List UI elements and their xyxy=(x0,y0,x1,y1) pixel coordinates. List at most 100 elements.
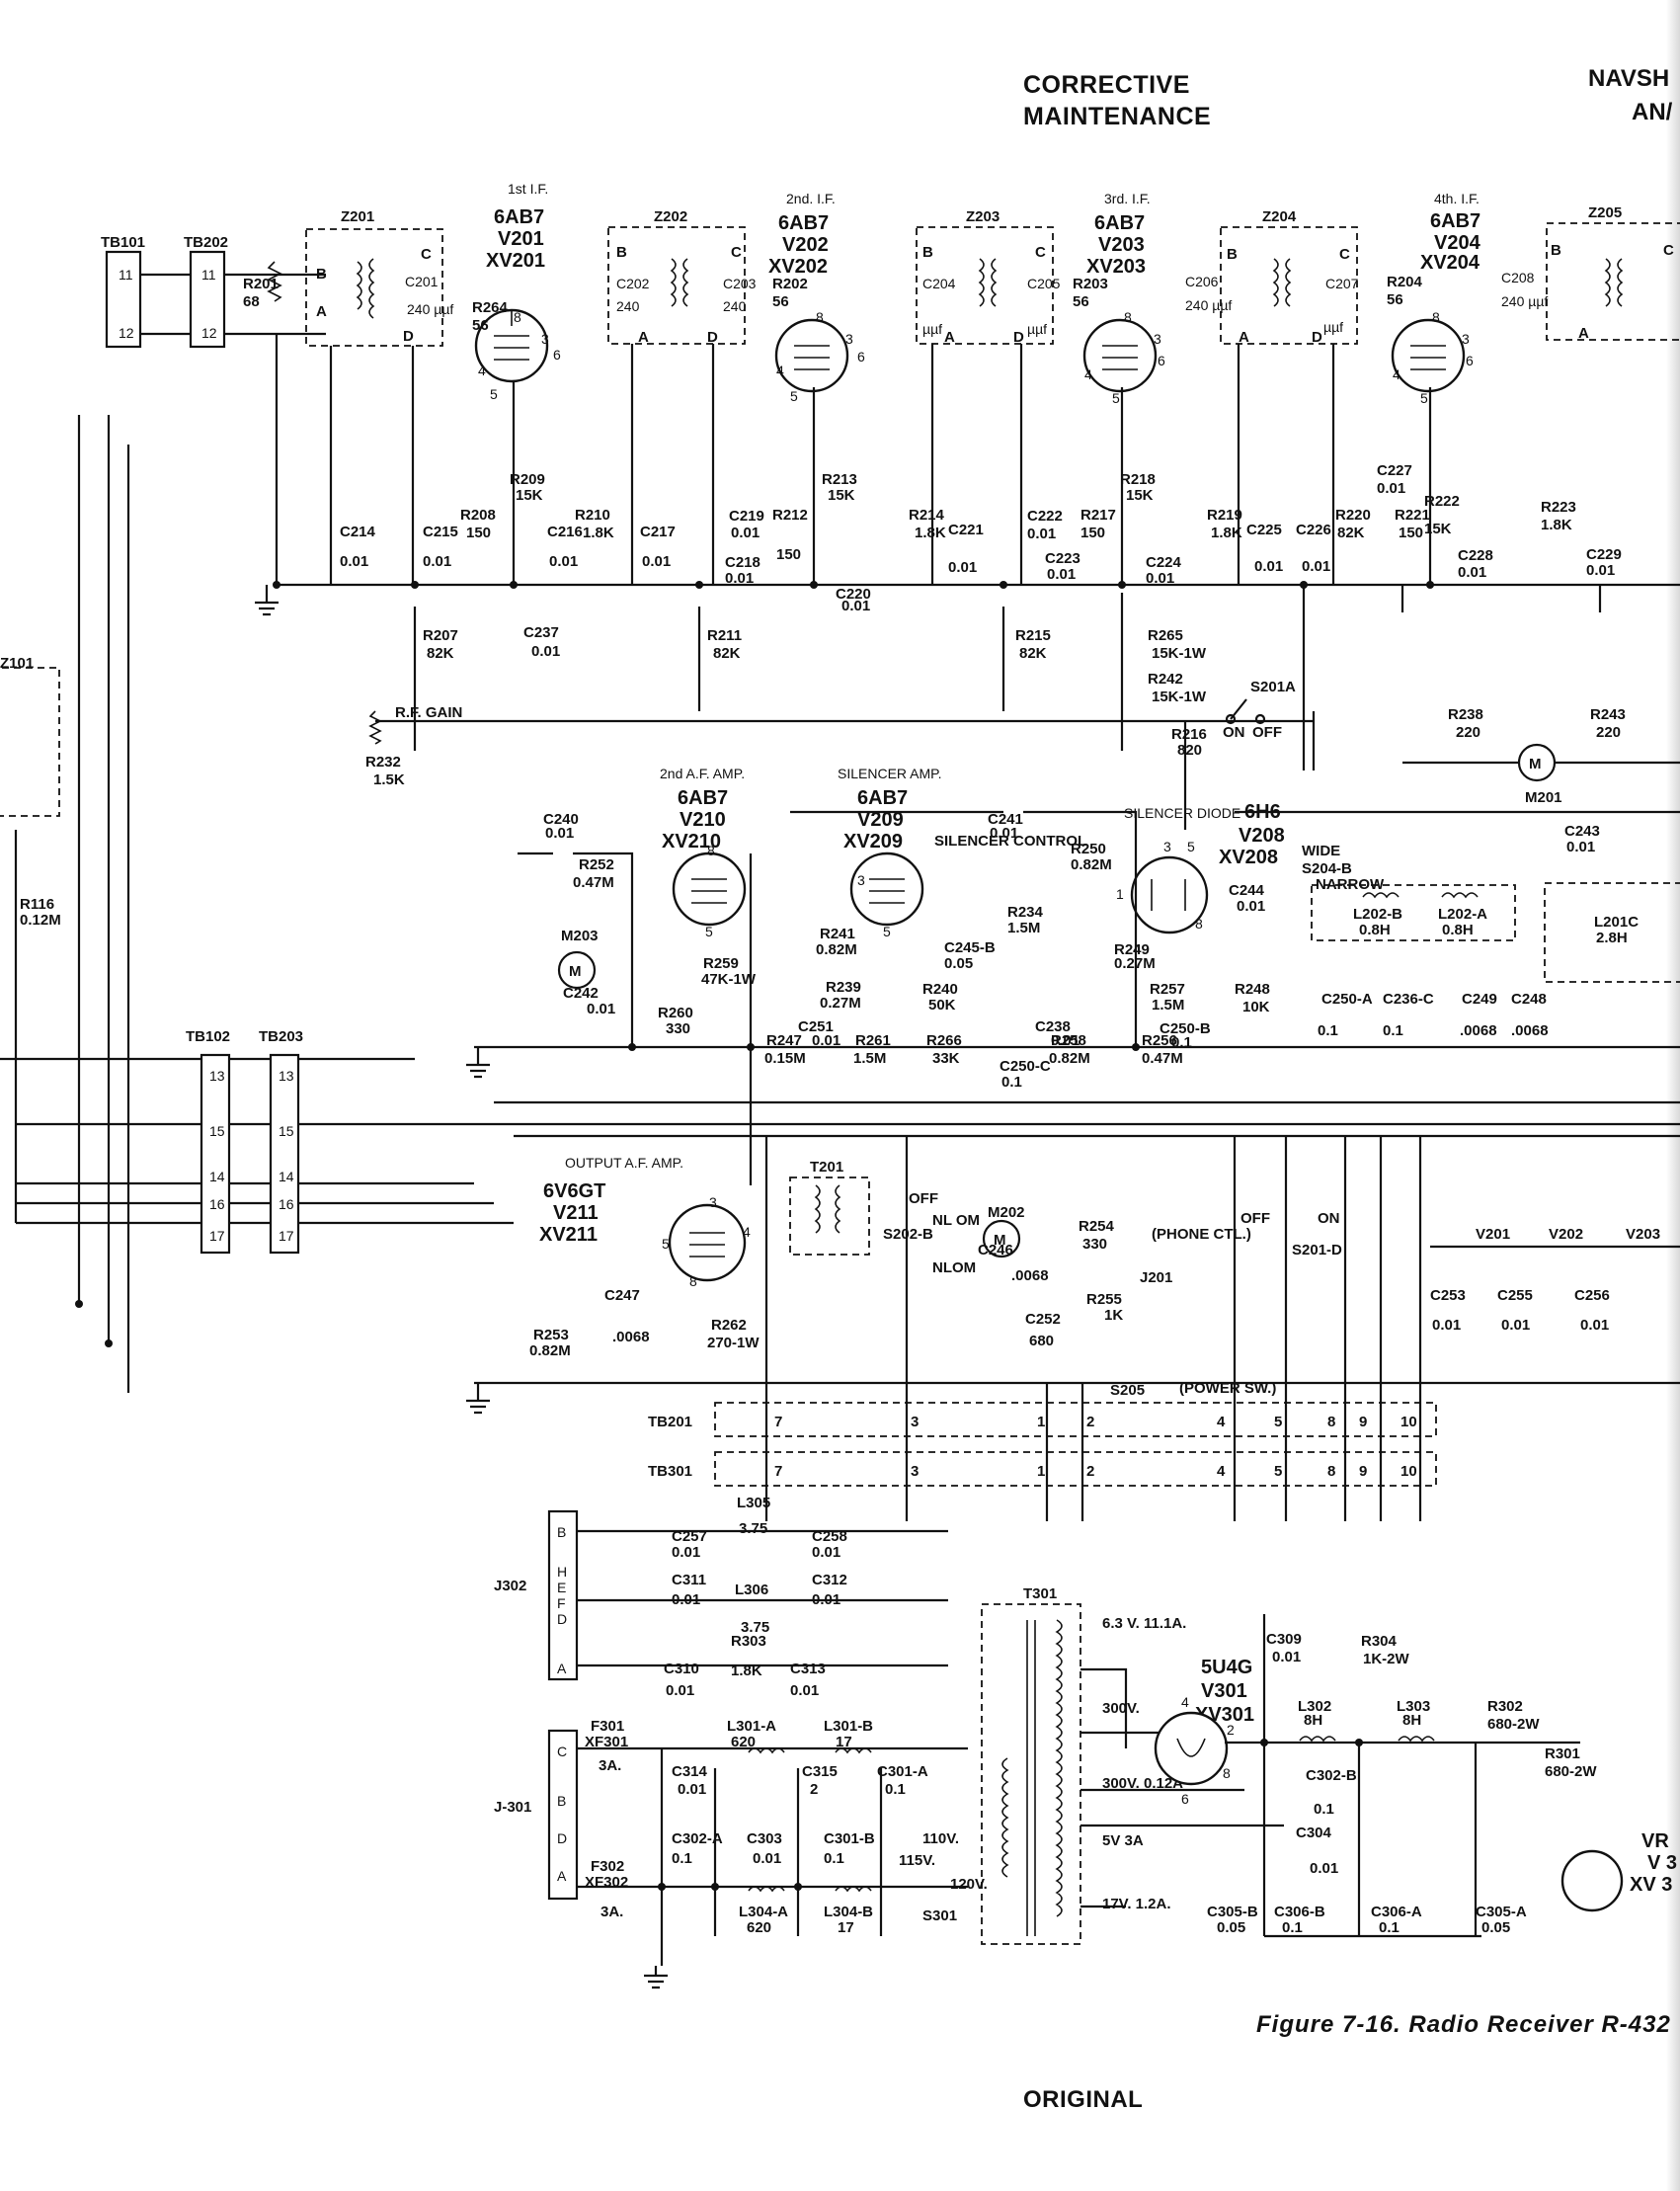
svg-text:240: 240 xyxy=(616,298,640,314)
document-code-line2: AN/ xyxy=(1632,99,1673,125)
svg-text:R255: R255 xyxy=(1086,1291,1122,1308)
svg-text:0.1: 0.1 xyxy=(672,1850,692,1867)
svg-text:240 µµf: 240 µµf xyxy=(1185,297,1232,313)
svg-text:0.01: 0.01 xyxy=(672,1544,700,1561)
svg-text:F: F xyxy=(557,1595,566,1611)
svg-text:C249: C249 xyxy=(1462,991,1497,1008)
svg-text:0.01: 0.01 xyxy=(841,598,870,614)
z202-box: Z202 B A C D C202 240 C203 240 xyxy=(607,208,757,346)
svg-text:C236-C: C236-C xyxy=(1383,991,1434,1008)
svg-text:1: 1 xyxy=(1037,1414,1045,1430)
svg-text:0.01: 0.01 xyxy=(812,1032,840,1049)
svg-text:C229: C229 xyxy=(1586,546,1622,563)
svg-text:R266: R266 xyxy=(926,1032,962,1049)
svg-text:1.5M: 1.5M xyxy=(1152,997,1184,1014)
svg-text:0.01: 0.01 xyxy=(790,1682,819,1699)
svg-text:150: 150 xyxy=(466,525,491,541)
svg-text:C: C xyxy=(731,244,742,261)
section-heading-line1: CORRECTIVE xyxy=(1023,71,1190,99)
svg-text:0.01: 0.01 xyxy=(678,1781,706,1798)
svg-text:620: 620 xyxy=(731,1734,756,1750)
ground-symbol-output xyxy=(466,1383,490,1415)
svg-text:L304-A: L304-A xyxy=(739,1904,788,1920)
svg-text:C312: C312 xyxy=(812,1572,847,1588)
v208-tube: 13 58 xyxy=(1116,839,1209,934)
m202-meter: M M202 xyxy=(982,1204,1025,1258)
svg-text:C305-A: C305-A xyxy=(1476,1904,1527,1920)
svg-text:17V. 1.2A.: 17V. 1.2A. xyxy=(1102,1896,1171,1912)
svg-text:C311: C311 xyxy=(672,1572,706,1588)
svg-text:A: A xyxy=(316,303,327,320)
tb202-pin-12: 12 xyxy=(201,325,217,341)
s202b-switch: OFF NL OM NLOM S202-B xyxy=(883,1190,980,1276)
svg-text:V301: V301 xyxy=(1201,1680,1247,1702)
ground-symbol-if xyxy=(255,585,279,616)
v209-tube: 35 xyxy=(849,852,924,939)
svg-text:2: 2 xyxy=(810,1781,818,1798)
wide-narrow-switch: WIDE S204-B NARROW xyxy=(1302,843,1385,893)
svg-text:6: 6 xyxy=(1466,353,1474,368)
svg-text:L301-A: L301-A xyxy=(727,1718,776,1735)
tb202-pin-11: 11 xyxy=(201,267,216,283)
svg-text:47K-1W: 47K-1W xyxy=(701,971,757,988)
svg-text:C237: C237 xyxy=(523,624,559,641)
svg-text:620: 620 xyxy=(747,1919,771,1936)
svg-text:T301: T301 xyxy=(1023,1585,1057,1602)
svg-text:5V 3A: 5V 3A xyxy=(1102,1832,1144,1849)
svg-text:R249: R249 xyxy=(1114,941,1150,958)
svg-text:NLOM: NLOM xyxy=(932,1259,976,1276)
svg-text:XV209: XV209 xyxy=(843,831,903,852)
svg-text:150: 150 xyxy=(776,546,801,563)
svg-text:C216: C216 xyxy=(547,524,583,540)
v202-title: 2nd. I.F. 6AB7 V202 XV202 xyxy=(768,191,836,278)
svg-text:M201: M201 xyxy=(1525,789,1562,806)
svg-text:14: 14 xyxy=(279,1169,294,1184)
svg-text:6: 6 xyxy=(857,349,865,365)
svg-text:C202: C202 xyxy=(616,276,650,291)
v204-title: 4th. I.F. 6AB7 V204 XV204 xyxy=(1420,191,1481,274)
svg-text:270-1W: 270-1W xyxy=(707,1335,760,1351)
svg-text:3: 3 xyxy=(845,331,853,347)
svg-text:C: C xyxy=(557,1744,567,1759)
svg-text:8: 8 xyxy=(816,309,824,325)
svg-text:C250-B: C250-B xyxy=(1160,1020,1211,1037)
svg-text:C242: C242 xyxy=(563,985,599,1002)
svg-text:C251: C251 xyxy=(798,1018,834,1035)
svg-text:R239: R239 xyxy=(826,979,861,996)
svg-text:R258: R258 xyxy=(1051,1032,1086,1049)
svg-text:0.05: 0.05 xyxy=(944,955,973,972)
svg-text:L306: L306 xyxy=(735,1582,768,1598)
svg-text:6: 6 xyxy=(1158,353,1165,368)
svg-text:S301: S301 xyxy=(922,1907,957,1924)
svg-text:2: 2 xyxy=(1227,1722,1235,1738)
svg-text:0.01: 0.01 xyxy=(990,825,1018,842)
svg-text:.0068: .0068 xyxy=(1460,1022,1497,1039)
svg-text:0.01: 0.01 xyxy=(948,559,977,576)
svg-text:3.75: 3.75 xyxy=(739,1520,767,1537)
svg-text:B: B xyxy=(616,244,627,261)
svg-text:16: 16 xyxy=(209,1196,225,1212)
junction-dots xyxy=(75,581,1434,1891)
svg-text:XV211: XV211 xyxy=(539,1224,598,1246)
svg-text:15K: 15K xyxy=(1424,521,1452,537)
svg-text:0.01: 0.01 xyxy=(1458,564,1486,581)
svg-text:15K-1W: 15K-1W xyxy=(1152,689,1207,705)
svg-text:D: D xyxy=(1312,329,1322,346)
svg-text:C253: C253 xyxy=(1430,1287,1466,1304)
svg-text:8: 8 xyxy=(1195,916,1203,932)
r116-ref: R116 xyxy=(20,896,54,913)
svg-text:Z101: Z101 xyxy=(0,655,34,672)
svg-text:C248: C248 xyxy=(1511,991,1547,1008)
svg-text:0.01: 0.01 xyxy=(1432,1317,1461,1334)
rf-gain-pot xyxy=(368,710,382,745)
svg-text:R219: R219 xyxy=(1207,507,1242,524)
svg-text:2nd. I.F.: 2nd. I.F. xyxy=(786,191,836,206)
svg-text:0.01: 0.01 xyxy=(1051,1032,1080,1049)
svg-text:XV203: XV203 xyxy=(1086,256,1146,278)
svg-text:R257: R257 xyxy=(1150,981,1185,998)
svg-text:1: 1 xyxy=(1116,886,1124,902)
svg-text:240: 240 xyxy=(723,298,747,314)
